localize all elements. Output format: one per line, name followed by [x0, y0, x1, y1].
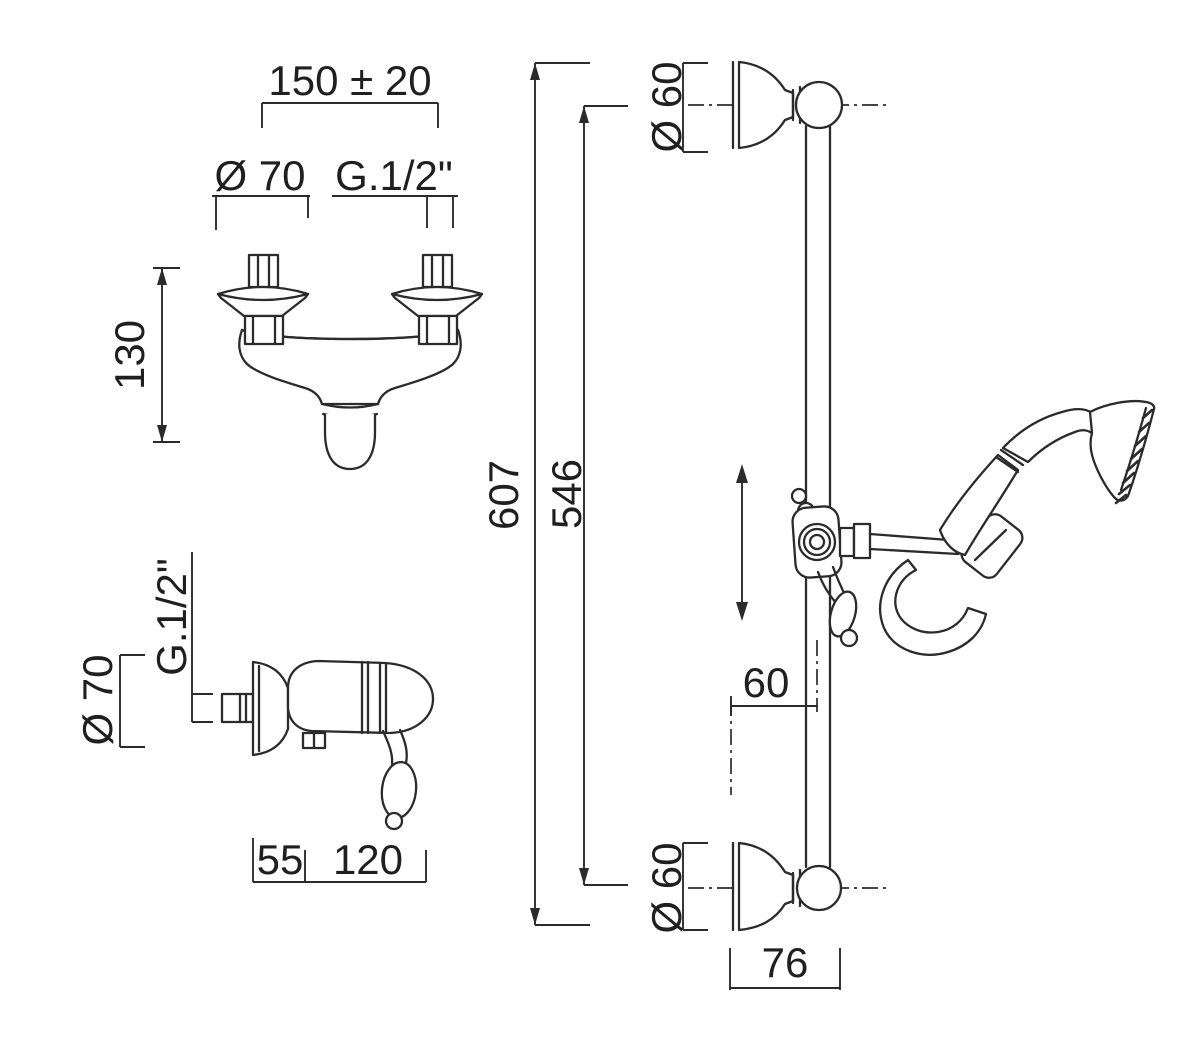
dim-label-side-thread: G.1/2" [148, 558, 195, 676]
dim-front-thread: G.1/2" [332, 152, 458, 228]
dim-handset-offset: 60 [730, 640, 818, 795]
dim-label-side-120: 120 [333, 836, 403, 883]
mixer-body-side [220, 659, 435, 831]
dim-label-front-thread: G.1/2" [335, 152, 453, 199]
dim-top-cup: Ø 60 [643, 61, 708, 153]
arm-joint [838, 526, 856, 558]
dim-label-side-flange: Ø 70 [74, 654, 121, 745]
dim-front-span: 150 ± 20 [261, 57, 439, 128]
valve-capsule [286, 659, 435, 735]
dim-front-flange: Ø 70 [212, 152, 310, 230]
dim-rail-overall: 607 [480, 62, 590, 926]
cradle-hook [879, 558, 988, 656]
handset-cradle [879, 513, 1024, 656]
dim-label-front-height: 130 [106, 320, 153, 390]
slider-top-ball [790, 487, 808, 505]
hex-nut [243, 314, 285, 346]
escutcheon [390, 285, 484, 318]
slider-block [790, 487, 964, 648]
lever-handle-side [380, 728, 418, 831]
slide-direction-arrow [736, 464, 748, 621]
escutcheon [216, 285, 310, 318]
dim-label-front-span: 150 ± 20 [268, 57, 431, 104]
escutcheon-side [251, 660, 290, 757]
thread-stub-side [220, 692, 255, 724]
handle-grip [938, 453, 1020, 557]
front-right-connection [390, 253, 484, 346]
dim-side-depths: 55 120 [252, 836, 427, 883]
top-ball-joint [794, 80, 844, 130]
mixer-body-front [238, 328, 462, 471]
slider-lever [816, 565, 859, 648]
dim-cup-depth: 76 [729, 939, 841, 990]
dim-side-flange: Ø 70 [74, 654, 145, 748]
dim-label-546: 546 [543, 459, 590, 529]
front-left-connection [216, 253, 310, 346]
dim-label-60: 60 [743, 659, 790, 706]
dim-label-607: 607 [480, 460, 527, 530]
dim-label-front-flange: Ø 70 [214, 152, 305, 199]
dim-side-thread: G.1/2" [148, 552, 213, 723]
locking-knob [797, 522, 837, 562]
dim-label-76: 76 [762, 939, 809, 986]
dim-label-side-55: 55 [257, 836, 304, 883]
spout-front [323, 414, 377, 471]
top-wall-cup [731, 60, 844, 150]
thread-stub [247, 253, 280, 289]
slide-rail-view: 607 546 Ø 60 Ø 60 [480, 60, 1156, 990]
dim-bottom-cup: Ø 60 [643, 842, 708, 934]
spray-face-hatching [1114, 408, 1154, 505]
rail-bar [804, 124, 832, 869]
dim-front-height: 130 [106, 267, 180, 443]
bottom-wall-cup [731, 841, 843, 932]
hand-shower [938, 400, 1156, 557]
hex-nut [417, 314, 459, 346]
bottom-ball-joint [795, 864, 843, 912]
dim-rail-centers: 546 [543, 105, 628, 886]
side-view: G.1/2" Ø 70 [74, 552, 435, 883]
handle-neck [1001, 407, 1094, 464]
arm-collar [852, 522, 872, 560]
front-view: 150 ± 20 Ø 70 G.1/2" 130 [106, 57, 484, 471]
shower-head-bell [1088, 400, 1156, 502]
thread-stub [421, 253, 454, 289]
